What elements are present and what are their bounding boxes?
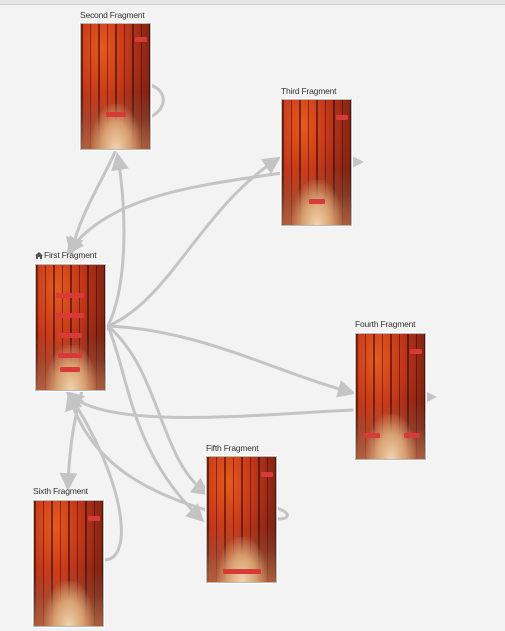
preview-button (88, 516, 100, 521)
action-first-to-fifth-alt[interactable] (106, 324, 205, 523)
preview-path (217, 537, 267, 582)
preview-button (336, 115, 348, 120)
editor-top-border (0, 0, 505, 5)
fragment-sixth-preview[interactable] (33, 500, 104, 627)
fragment-first-preview[interactable] (35, 264, 106, 391)
preview-button (135, 37, 147, 42)
preview-button (404, 433, 420, 438)
preview-button (364, 433, 380, 438)
preview-button (58, 333, 82, 338)
fragment-third-preview[interactable] (281, 99, 352, 226)
fragment-second-preview[interactable] (80, 23, 151, 150)
action-first-to-third[interactable] (106, 156, 282, 328)
fragment-fifth-title: Fifth Fragment (206, 443, 259, 453)
fragment-first-label: First Fragment (44, 250, 97, 260)
fragment-first-title: First Fragment (35, 250, 97, 260)
fragment-sixth-title: Sixth Fragment (33, 486, 88, 496)
preview-button (309, 199, 325, 204)
preview-button (261, 472, 273, 477)
fragment-fourth-title: Fourth Fragment (355, 319, 416, 329)
preview-button (56, 313, 84, 318)
preview-button (106, 112, 126, 117)
preview-button (223, 569, 261, 574)
action-sixth-to-first[interactable] (66, 390, 123, 562)
action-third-to-first[interactable] (66, 171, 284, 255)
home-icon (35, 252, 43, 259)
action-first-to-fifth[interactable] (106, 324, 210, 496)
preview-button (58, 353, 82, 358)
preview-button (56, 293, 84, 298)
action-fourth-to-first[interactable] (65, 391, 354, 419)
action-first-to-fourth[interactable] (106, 324, 356, 398)
preview-button (60, 367, 80, 372)
fragment-fifth-preview[interactable] (206, 456, 277, 583)
action-second-loop[interactable] (146, 83, 165, 120)
action-second-to-first[interactable] (65, 150, 117, 256)
preview-button (410, 349, 422, 354)
action-first-to-second[interactable] (106, 152, 129, 328)
preview-path (91, 104, 141, 149)
fragment-second-title: Second Fragment (80, 10, 145, 20)
fragment-fourth-preview[interactable] (355, 333, 426, 460)
preview-path (44, 581, 94, 626)
fragment-third-title: Third Fragment (281, 86, 337, 96)
